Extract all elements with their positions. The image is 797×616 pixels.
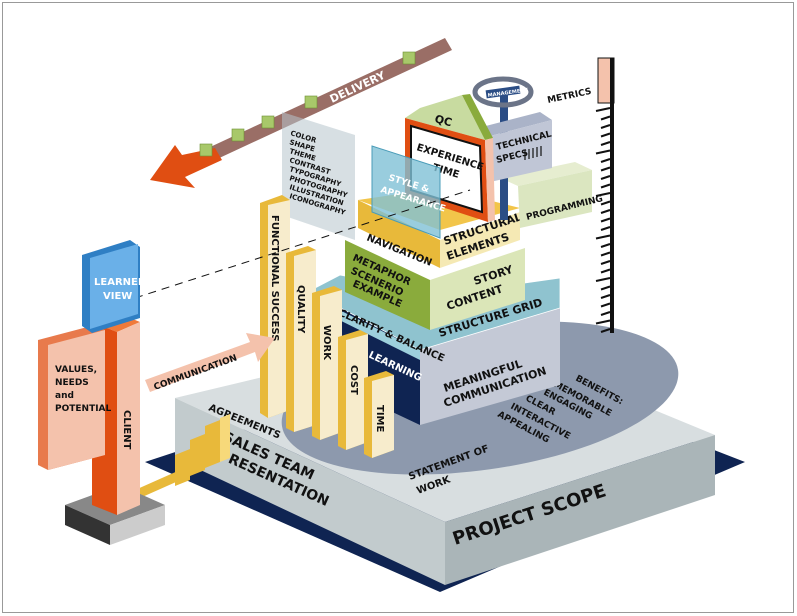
ruler-tick bbox=[600, 226, 611, 231]
ruler-tick bbox=[600, 158, 611, 163]
ruler-tick bbox=[600, 166, 611, 172]
learner-label: LEARNER bbox=[94, 277, 146, 288]
learner-view-panel: LEARNER VIEW bbox=[82, 240, 146, 333]
ruler-tick bbox=[600, 209, 611, 214]
ruler-tick bbox=[600, 132, 611, 138]
bar-cost: COST bbox=[338, 330, 368, 450]
client-pillar: CLIENT VALUES, NEEDS and POTENTIAL bbox=[38, 312, 165, 545]
values-line: POTENTIAL bbox=[55, 404, 112, 414]
quality-label: QUALITY bbox=[295, 285, 306, 334]
management-label: MANAGEMENT bbox=[487, 87, 528, 99]
ruler-tick bbox=[600, 141, 611, 146]
ruler-tick bbox=[595, 192, 611, 197]
ruler-tick bbox=[595, 277, 611, 282]
ruler-tick bbox=[600, 294, 611, 299]
values-line: VALUES, bbox=[55, 365, 97, 375]
ruler-tick bbox=[600, 311, 611, 316]
ruler-tick bbox=[600, 115, 611, 121]
ruler-tick bbox=[595, 107, 611, 112]
ruler-tick bbox=[600, 124, 611, 129]
bar-work: WORK bbox=[312, 286, 342, 440]
bar-functional-success: FUNCTIONAL SUCCESS bbox=[260, 195, 290, 418]
ruler-tick bbox=[600, 175, 611, 180]
ruler-tick bbox=[595, 149, 611, 155]
ruler-tick bbox=[600, 285, 611, 291]
values-line: and bbox=[55, 391, 74, 401]
ruler-tick bbox=[600, 243, 611, 248]
style-appearance-panel: STYLE & APPEARANCE bbox=[371, 145, 447, 239]
style-list-panel: COLOR SHAPE THEME CONTRAST TYPOGRAPHY PH… bbox=[282, 112, 355, 240]
bar-time: TIME bbox=[364, 371, 394, 458]
view-label: VIEW bbox=[103, 291, 132, 302]
barcode-icon bbox=[524, 146, 542, 160]
metrics-ruler bbox=[595, 57, 615, 333]
programming-box: PROGRAMMING bbox=[500, 162, 604, 228]
functional-success-label: FUNCTIONAL SUCCESS bbox=[269, 215, 280, 341]
qc-label: QC bbox=[433, 112, 453, 129]
ruler-tick bbox=[600, 268, 611, 274]
ruler-tick bbox=[600, 260, 611, 265]
bars: FUNCTIONAL SUCCESS QUALITY WORK COST TIM… bbox=[260, 195, 394, 458]
bar-quality: QUALITY bbox=[286, 246, 316, 432]
work-label: WORK bbox=[321, 325, 332, 361]
time-bar-label: TIME bbox=[374, 405, 385, 432]
ruler-tick bbox=[600, 328, 611, 333]
ruler-tick bbox=[600, 183, 611, 189]
management-wheel: MANAGEMENT bbox=[472, 76, 534, 108]
cost-label: COST bbox=[348, 365, 359, 395]
ruler-tick bbox=[600, 217, 611, 223]
ruler-tick bbox=[600, 251, 611, 257]
ruler-tick bbox=[595, 234, 611, 240]
client-label: CLIENT bbox=[121, 410, 132, 450]
view-dashed-line bbox=[134, 189, 471, 299]
technical-specs-box: TECHNICAL SPECS bbox=[478, 95, 553, 220]
ruler-tick bbox=[600, 302, 611, 308]
agreements-stairs bbox=[135, 414, 230, 498]
ruler-tick bbox=[600, 200, 611, 206]
ruler-tick bbox=[595, 319, 611, 325]
metaphor-box: METAPHOR SCENERIO EXAMPLE STORY CONTENT bbox=[345, 240, 525, 330]
values-line: NEEDS bbox=[55, 378, 89, 388]
